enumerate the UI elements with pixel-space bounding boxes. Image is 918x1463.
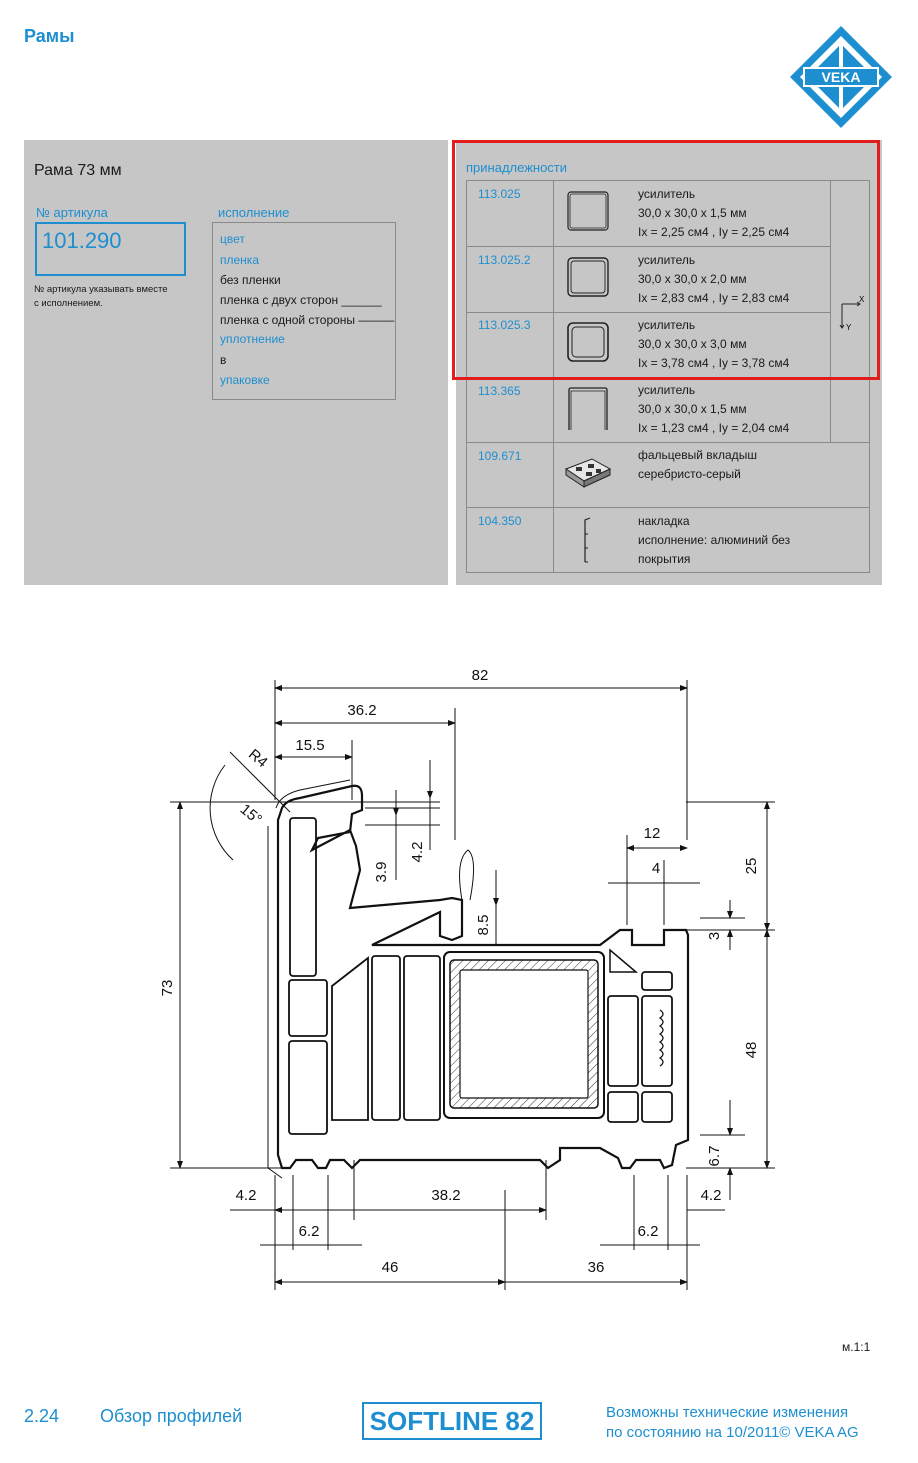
accessory-code: 113.025 (478, 187, 521, 201)
logo-text: VEKA (822, 69, 861, 85)
dim-label: 6.2 (638, 1223, 659, 1240)
dim-label: R4 (245, 746, 271, 771)
dim-label: 3 (706, 932, 723, 940)
dim-label: 4 (652, 860, 660, 877)
dim-label: 46 (382, 1259, 399, 1276)
accessory-code: 113.025.2 (478, 253, 531, 267)
profile-cross-section-drawing: 82 36.2 15.5 R4 15° 3.9 4.2 8.5 12 4 25 … (159, 667, 775, 1290)
accessory-code: 113.365 (478, 384, 521, 398)
execution-box (212, 222, 396, 400)
accessories-table (466, 180, 870, 573)
accessory-description: усилитель 30,0 x 30,0 x 2,0 мм Ix = 2,83… (638, 253, 790, 305)
page-number: 2.24 (24, 1406, 60, 1426)
page-title: Рамы (24, 26, 75, 46)
reinforcement-icon (567, 322, 609, 362)
reinforcement-icon (567, 191, 609, 231)
frame-title: Рама 73 мм (34, 162, 122, 179)
dim-label: 4.2 (236, 1187, 257, 1204)
footer-note: Возможны технические изменения по состоя… (606, 1404, 859, 1441)
accessory-description: фальцевый вкладыш серебристо-серый (638, 448, 757, 481)
accessory-code: 113.025.3 (478, 318, 531, 332)
dim-label: 4.2 (701, 1187, 722, 1204)
frame-info-panel (24, 140, 448, 585)
accessory-description: усилитель 30,0 x 30,0 x 1,5 мм Ix = 2,25… (638, 187, 790, 239)
accessories-panel (456, 140, 882, 585)
accessory-description: усилитель 30,0 x 30,0 x 3,0 мм Ix = 3,78… (638, 318, 790, 370)
brand-badge: SOFTLINE 82 (362, 1402, 542, 1440)
scale-label: м.1:1 (842, 1340, 871, 1354)
svg-text:Y: Y (846, 323, 852, 332)
dim-label: 6.2 (299, 1223, 320, 1240)
execution-label: исполнение (218, 205, 290, 220)
u-profile-icon (568, 387, 608, 430)
execution-color: цвет (220, 232, 245, 246)
execution-film-one: пленка с одной стороны ——— (220, 313, 395, 327)
dim-label: 36 (588, 1259, 605, 1276)
dim-label: 6.7 (706, 1146, 723, 1167)
dim-label: 73 (159, 980, 176, 997)
veka-logo: VEKA (790, 26, 892, 128)
highlight-box (452, 140, 880, 380)
article-number: 101.290 (42, 228, 122, 253)
accessory-description: усилитель 30,0 x 30,0 x 1,5 мм Ix = 1,23… (638, 383, 790, 435)
article-number-box (35, 222, 186, 276)
accessory-code: 109.671 (478, 449, 522, 463)
article-label: № артикула (36, 205, 108, 220)
accessories-label: принадлежности (466, 160, 568, 175)
execution-in: в (220, 353, 227, 367)
svg-text:X: X (859, 295, 865, 304)
dim-label: 15° (237, 801, 265, 829)
dim-label: 38.2 (431, 1187, 460, 1204)
execution-no-film: без пленки (220, 273, 281, 287)
dim-label: 48 (743, 1042, 760, 1059)
execution-seal: уплотнение (220, 332, 285, 346)
dim-label: 8.5 (475, 915, 492, 936)
section-title: Обзор профилей (100, 1406, 243, 1426)
dim-label: 15.5 (295, 737, 324, 754)
dim-label: 25 (743, 858, 760, 875)
execution-film: пленка (220, 253, 259, 267)
rebate-insert-icon (564, 458, 612, 488)
dim-label: 3.9 (373, 862, 390, 883)
axes-icon: X Y (839, 295, 865, 332)
cover-strip-icon (584, 517, 591, 563)
execution-film-both: пленка с двух сторон ______ (220, 293, 382, 307)
accessory-description: накладка исполнение: алюминий без покрыт… (638, 514, 791, 566)
article-note: № артикула указывать вместе с исполнение… (34, 284, 168, 309)
dim-label: 36.2 (347, 702, 376, 719)
dim-label: 12 (644, 825, 661, 842)
dim-label: 82 (472, 667, 489, 684)
dim-label: 4.2 (409, 842, 426, 863)
reinforcement-icon (567, 257, 609, 297)
execution-packaging: упаковке (220, 373, 270, 387)
accessory-code: 104.350 (478, 514, 522, 528)
